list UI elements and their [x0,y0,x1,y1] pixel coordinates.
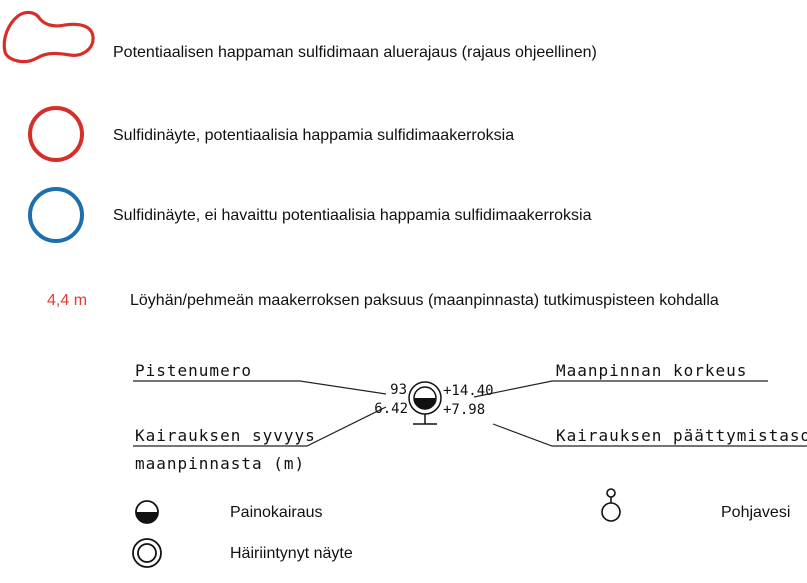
red-closed-outline-icon [2,10,95,64]
surface-elevation-label: Maanpinnan korkeus [556,361,747,380]
blue-circle-icon [28,187,84,243]
area-label: Potentiaalisen happaman sulfidimaan alue… [113,44,597,61]
leader-lines [133,380,807,447]
depth-label-line2: maanpinnasta (m) [135,454,305,473]
surface-elevation-value: +14.40 [443,383,494,399]
double-circle-icon [132,538,162,568]
thickness-label: Löyhän/pehmeän maakerroksen paksuus (maa… [130,292,719,309]
groundwater-pipe-icon [601,488,621,522]
blue-sample-label: Sulfidinäyte, ei havaittu potentiaalisia… [113,207,592,224]
red-sample-label: Sulfidinäyte, potentiaalisia happamia su… [113,127,514,144]
groundwater-label: Pohjavesi [721,504,790,521]
end-level-label: Kairauksen päättymistaso [556,426,807,445]
red-circle-icon [28,106,84,162]
half-filled-circle-icon [135,500,159,524]
point-number-leader [133,380,387,395]
depth-leader [133,406,387,447]
depth-label-line1: Kairauksen syvyys [135,426,316,445]
end-level-leader [492,423,807,447]
disturbed-sample-label: Häiriintynyt näyte [230,545,353,562]
end-level-value: +7.98 [443,402,485,418]
survey-point-symbol [408,381,442,425]
surface-elevation-leader [473,380,768,398]
point-number-value: 93 [390,382,407,398]
thickness-value: 4,4 m [47,292,87,309]
weight-sounding-label: Painokairaus [230,504,323,521]
depth-value: 6.42 [374,401,408,417]
point-number-label: Pistenumero [135,361,252,380]
